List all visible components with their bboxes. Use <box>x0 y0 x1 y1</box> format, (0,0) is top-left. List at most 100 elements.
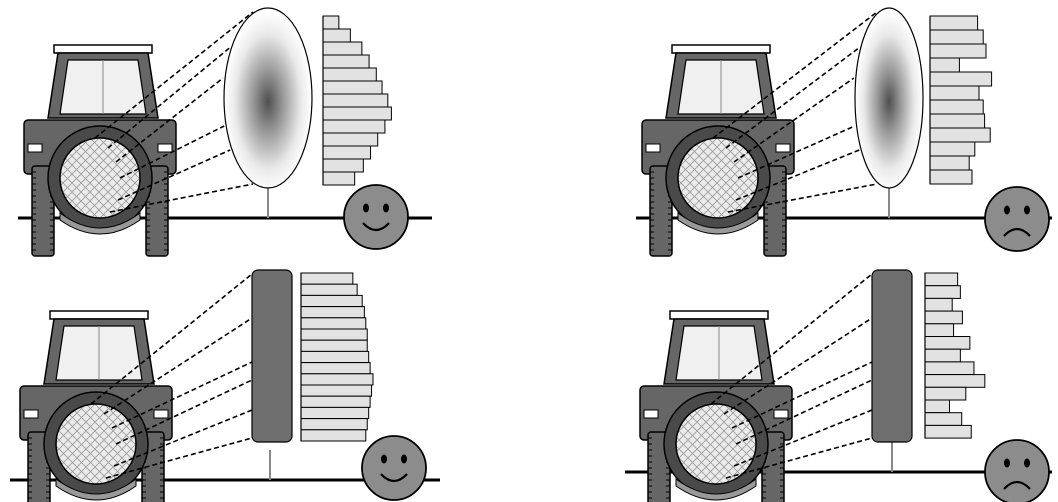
histogram-bar <box>929 127 991 143</box>
tractor-icon <box>639 310 793 502</box>
histogram-bar <box>924 336 971 350</box>
tractor-icon <box>641 44 795 257</box>
histogram-bar <box>300 283 358 296</box>
tractor-icon <box>19 310 173 502</box>
histogram-bar <box>929 43 987 59</box>
spray-line <box>710 273 873 405</box>
spray-line <box>103 317 253 415</box>
smiley-eye-left <box>363 203 369 213</box>
spray-line <box>735 379 873 445</box>
smiley-face <box>361 435 427 501</box>
histogram-bar <box>924 323 955 337</box>
histogram-bar <box>300 328 368 341</box>
histogram-bar <box>300 373 374 386</box>
histogram-bar <box>929 85 980 101</box>
histogram-bar <box>322 67 377 82</box>
spray-lines <box>712 11 878 213</box>
smiley-eye-right <box>401 454 407 464</box>
smiley-mouth <box>1003 480 1031 490</box>
histogram-bar <box>322 158 364 173</box>
histogram-bar <box>322 80 383 95</box>
smiley-eye-left <box>1004 205 1010 215</box>
histogram-bar <box>924 399 950 414</box>
smiley-eye-right <box>383 203 389 213</box>
histogram-bar <box>322 41 363 56</box>
spray-line <box>733 409 873 467</box>
cab-roof <box>53 44 153 54</box>
smiley-eye-right <box>1024 205 1030 215</box>
headlight-left <box>27 143 43 153</box>
headlight-right <box>775 143 791 153</box>
headlight-right <box>157 143 173 153</box>
headlight-left <box>23 409 39 419</box>
histogram-bar <box>300 317 367 330</box>
spray-line <box>105 437 253 479</box>
spray-line <box>725 47 860 149</box>
spray-lines <box>710 273 873 479</box>
deposit-histogram <box>924 272 986 439</box>
tractor-icon <box>23 44 177 257</box>
smiley-face <box>984 439 1050 502</box>
histogram-bar <box>322 28 351 43</box>
histogram-bar <box>924 297 953 312</box>
histogram-bar <box>924 285 961 299</box>
sprayer-fan-icon <box>55 403 137 485</box>
spray-line <box>119 125 225 179</box>
spray-line <box>90 273 253 405</box>
histogram-bar <box>929 113 986 129</box>
histogram-bar <box>924 272 959 287</box>
smiley-sad-icon <box>984 439 1050 502</box>
histogram-bar <box>924 386 967 401</box>
fan-skirt <box>55 478 137 501</box>
histogram-bar <box>924 361 975 376</box>
smiley-eye-left <box>1004 458 1010 468</box>
histogram-bar <box>929 71 993 87</box>
histogram-bar <box>929 155 970 171</box>
sprayer-fan-icon <box>59 137 141 219</box>
histogram-bar <box>300 294 363 308</box>
spray-line <box>735 149 860 201</box>
spray-lines <box>94 11 254 213</box>
histogram-bar <box>300 272 354 285</box>
histogram-bar <box>300 350 370 364</box>
cab-roof <box>671 44 771 54</box>
spray-line <box>733 77 855 163</box>
histogram-bar <box>924 424 972 439</box>
deposit-histogram <box>300 272 374 442</box>
histogram-bar <box>322 171 356 186</box>
fan-skirt <box>59 212 141 235</box>
histogram-bar <box>322 93 389 108</box>
smiley-mouth <box>380 473 408 483</box>
spray-line <box>731 361 873 429</box>
histogram-bar <box>322 54 370 69</box>
spray-line <box>113 409 253 467</box>
spray-line <box>727 183 878 213</box>
smiley-mouth <box>362 222 390 232</box>
spray-lines <box>90 273 253 479</box>
sprayer-fan-icon <box>677 137 759 219</box>
histogram-bar <box>929 141 976 157</box>
spray-line <box>115 379 253 445</box>
histogram-bar <box>300 406 370 420</box>
spray-line <box>94 11 254 139</box>
histogram-bar <box>924 348 961 363</box>
canopy-rectangular <box>251 269 293 443</box>
histogram-bar <box>929 15 979 31</box>
smiley-eye-left <box>381 454 387 464</box>
histogram-bar <box>322 132 379 147</box>
histogram-bar <box>300 395 371 408</box>
spray-line <box>737 125 856 179</box>
histogram-bar <box>322 145 372 160</box>
smiley-happy-icon <box>361 435 427 501</box>
deposit-histogram <box>929 15 993 185</box>
spray-line <box>109 183 254 213</box>
histogram-bar <box>322 119 386 134</box>
histogram-bar <box>300 306 365 319</box>
histogram-bar <box>300 384 373 397</box>
spray-line <box>712 11 878 139</box>
spray-line <box>723 317 873 415</box>
fan-skirt <box>675 478 757 501</box>
canopy-rectangular <box>871 269 913 443</box>
cab-roof <box>669 310 769 320</box>
